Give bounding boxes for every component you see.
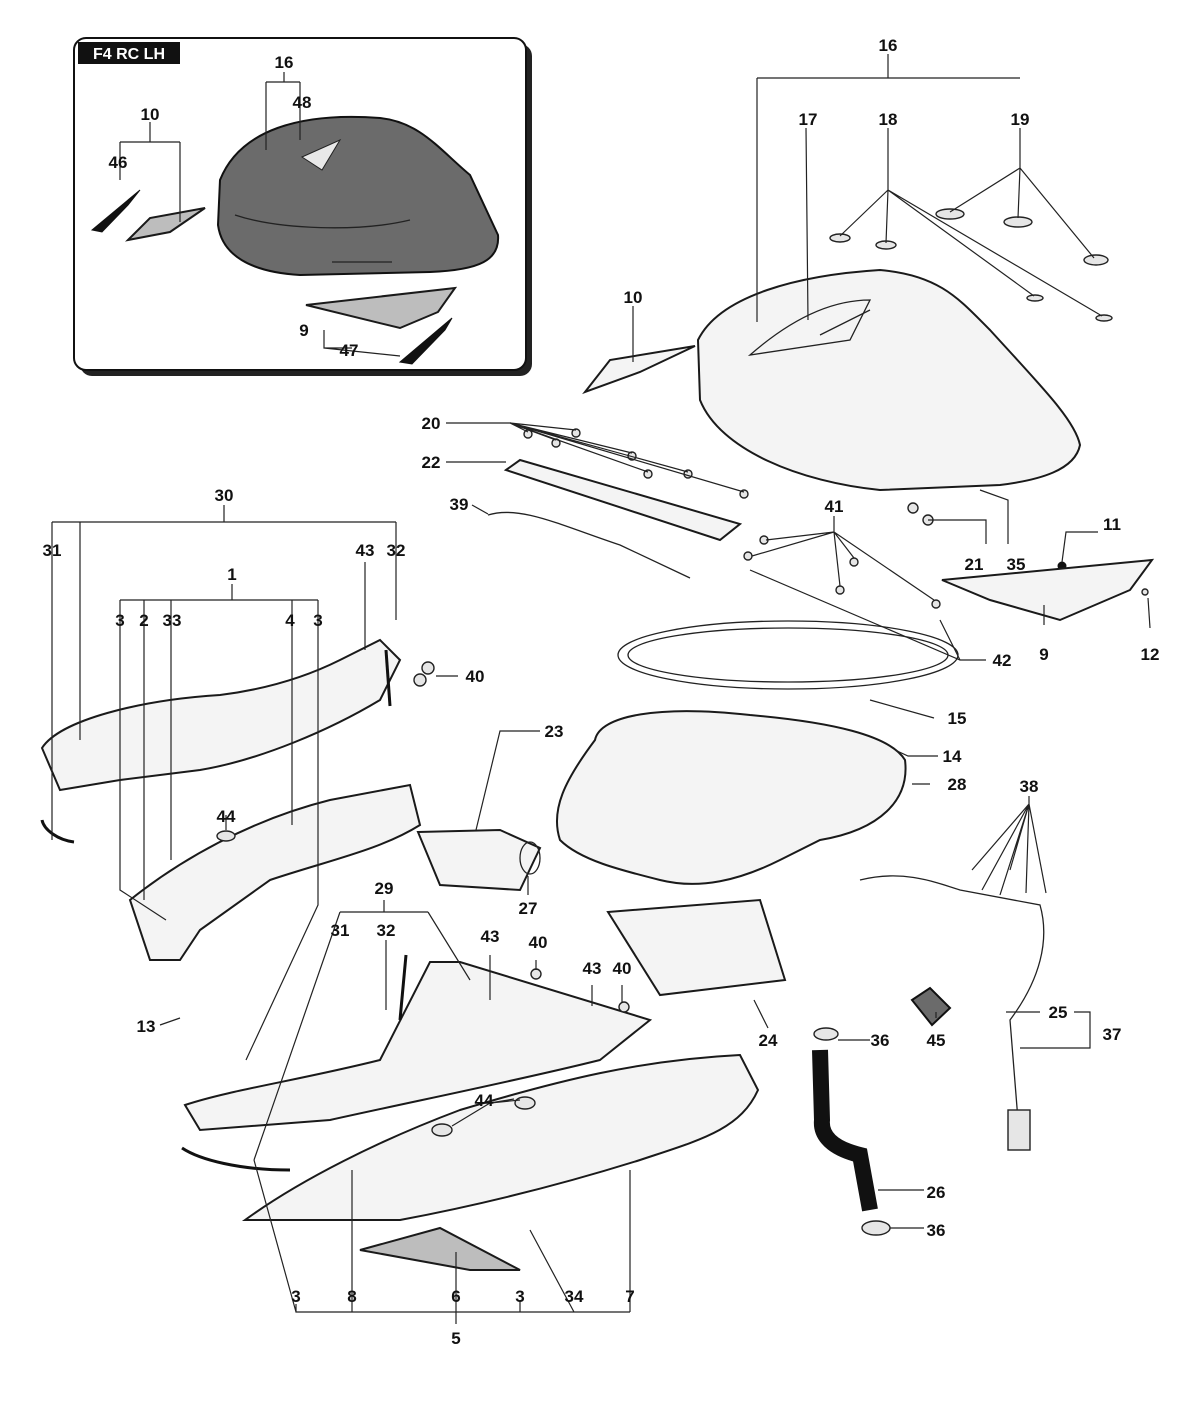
inset-title: F4 RC LH <box>93 46 165 63</box>
inset-callout-46: 46 <box>109 153 128 172</box>
inset-part-9 <box>305 286 458 330</box>
inset-callout-48: 48 <box>293 93 312 112</box>
part-45 <box>910 986 952 1027</box>
callout-40b: 40 <box>529 933 548 952</box>
callout-26: 26 <box>927 1183 946 1202</box>
callout-29: 29 <box>375 879 394 898</box>
airbox-14 <box>555 710 907 885</box>
callout-43b: 43 <box>481 927 500 946</box>
callout-8: 8 <box>347 1287 356 1306</box>
callout-19: 19 <box>1011 110 1030 129</box>
callout-6: 6 <box>451 1287 460 1306</box>
callout-32: 32 <box>387 541 406 560</box>
callout-42: 42 <box>993 651 1012 670</box>
callout-10: 10 <box>624 288 643 307</box>
filter-24 <box>606 898 787 997</box>
callout-25: 25 <box>1049 1003 1068 1022</box>
callout-30: 30 <box>215 486 234 505</box>
inset-callout-47: 47 <box>340 341 359 360</box>
screws-41 <box>743 535 941 609</box>
badges-18-19 <box>829 208 1113 322</box>
hose-26 <box>812 1049 878 1212</box>
part-22-bracket <box>503 458 743 542</box>
callout-12: 12 <box>1141 645 1160 664</box>
callout-44b: 44 <box>475 1091 494 1110</box>
duct-5 <box>241 1053 760 1221</box>
callout-41: 41 <box>825 497 844 516</box>
callout-3a: 3 <box>115 611 124 630</box>
callout-18: 18 <box>879 110 898 129</box>
callout-32b: 32 <box>377 921 396 940</box>
callout-9: 9 <box>1039 645 1048 664</box>
callout-3b: 3 <box>313 611 322 630</box>
callout-labels: 16 17 18 19 10 20 22 39 41 11 21 35 9 12… <box>43 36 1160 1348</box>
callout-43c: 43 <box>583 959 602 978</box>
callout-40a: 40 <box>466 667 485 686</box>
callout-21: 21 <box>965 555 984 574</box>
gasket-39 <box>487 511 691 579</box>
part-10 <box>582 345 696 395</box>
callout-33: 33 <box>163 611 182 630</box>
callout-40c: 40 <box>613 959 632 978</box>
inset-part-10 <box>124 207 206 242</box>
inset-callout-16: 16 <box>275 53 294 72</box>
callout-39: 39 <box>450 495 469 514</box>
callout-5: 5 <box>451 1329 460 1348</box>
callout-31: 31 <box>43 541 62 560</box>
callout-4: 4 <box>285 611 295 630</box>
callout-15: 15 <box>948 709 967 728</box>
callout-1: 1 <box>227 565 236 584</box>
callout-17: 17 <box>799 110 818 129</box>
callout-3c: 3 <box>291 1287 300 1306</box>
callout-34: 34 <box>565 1287 584 1306</box>
callout-36a: 36 <box>871 1031 890 1050</box>
callout-24: 24 <box>759 1031 778 1050</box>
callout-38: 38 <box>1020 777 1039 796</box>
seal-15 <box>617 620 959 690</box>
inset-tank-cover <box>216 115 500 277</box>
parts-drawing <box>40 208 1155 1271</box>
callout-11: 11 <box>1103 515 1121 534</box>
callout-13: 13 <box>137 1017 156 1036</box>
callout-35: 35 <box>1007 555 1026 574</box>
callout-43: 43 <box>356 541 375 560</box>
inset-part-46 <box>90 189 141 233</box>
callout-45: 45 <box>927 1031 946 1050</box>
part-6 <box>359 1226 521 1271</box>
callout-20: 20 <box>422 414 441 433</box>
callout-44a: 44 <box>217 807 236 826</box>
callout-7: 7 <box>625 1287 634 1306</box>
callout-37: 37 <box>1103 1025 1122 1044</box>
callout-27: 27 <box>519 899 538 918</box>
inset-part-47 <box>398 317 453 365</box>
callout-31b: 31 <box>331 921 350 940</box>
leader-lines <box>51 54 1151 1324</box>
tank-cover <box>696 268 1082 492</box>
duct-30 <box>40 638 402 792</box>
callout-2: 2 <box>139 611 148 630</box>
callout-23: 23 <box>545 722 564 741</box>
inset-panel: F4 RC LH 16 48 10 46 9 47 <box>73 37 532 376</box>
callout-14: 14 <box>943 747 962 766</box>
wiring-harness-38 <box>859 875 1045 1121</box>
callout-3d: 3 <box>515 1287 524 1306</box>
callout-36b: 36 <box>927 1221 946 1240</box>
duct-29 <box>183 961 653 1132</box>
side-panel-9 <box>941 558 1155 622</box>
inset-callout-10: 10 <box>141 105 160 124</box>
intake-boot-23 <box>416 828 542 892</box>
callout-16: 16 <box>879 36 898 55</box>
inset-callout-9: 9 <box>299 321 308 340</box>
duct-1 <box>128 783 422 961</box>
callout-28: 28 <box>948 775 967 794</box>
callout-22: 22 <box>422 453 441 472</box>
